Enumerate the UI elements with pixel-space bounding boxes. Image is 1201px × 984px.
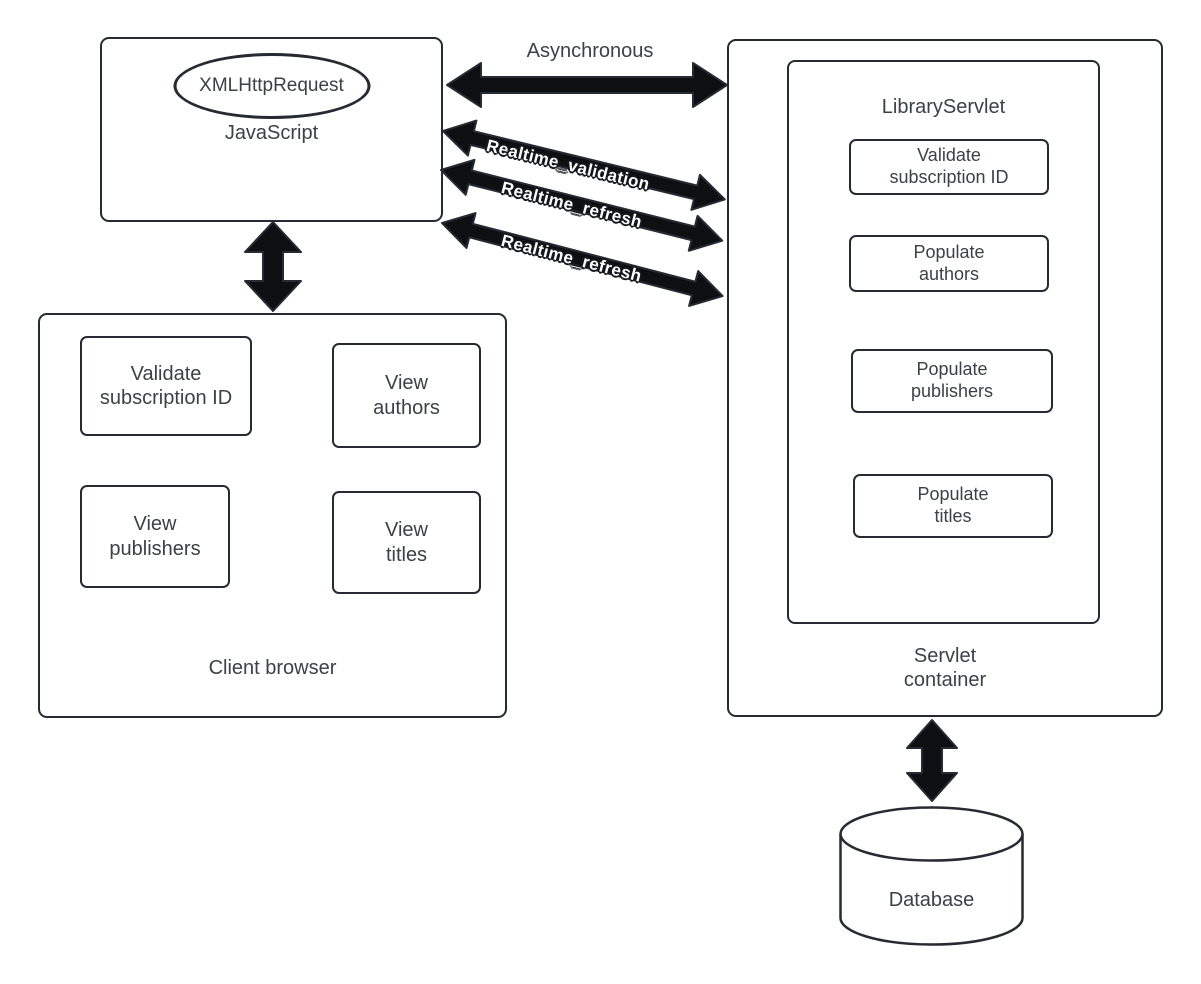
populate-authors-label: Populate authors — [913, 241, 985, 284]
servlet-container-box: LibraryServlet Validate subscription ID … — [727, 39, 1163, 717]
view-authors-label: View authors — [373, 372, 440, 419]
database-cylinder — [839, 806, 1024, 946]
library-servlet-label: LibraryServlet — [881, 96, 1006, 118]
library-servlet-box: LibraryServlet Validate subscription ID … — [787, 60, 1100, 624]
validate-subscription-id-label: Validate subscription ID — [99, 362, 233, 409]
asynchronous-arrow — [446, 62, 728, 108]
populate-titles-label: Populate titles — [917, 484, 989, 526]
view-publishers-label: View publishers — [109, 513, 201, 560]
populate-publishers-label: Populate publishers — [910, 359, 994, 401]
xmlhttprequest-ellipse: XMLHttpRequest — [173, 53, 370, 119]
javascript-box: XMLHttpRequest JavaScript — [100, 37, 443, 222]
validate-subscription-id-box: Validate subscription ID — [80, 336, 252, 436]
populate-authors-box: Populate authors — [849, 235, 1049, 292]
xmlhttprequest-label: XMLHttpRequest — [199, 75, 344, 96]
asynchronous-label: Asynchronous — [526, 40, 654, 62]
javascript-browser-arrow — [244, 221, 302, 312]
database-cylinder-top — [839, 806, 1024, 862]
view-authors-box: View authors — [332, 343, 481, 448]
servlet-validate-subscription-id-label: Validate subscription ID — [889, 145, 1009, 187]
realtime-refresh-label-2: Realtime_refresh — [499, 231, 644, 286]
javascript-label: JavaScript — [224, 122, 319, 144]
view-titles-label: View titles — [385, 519, 428, 566]
view-publishers-box: View publishers — [80, 485, 230, 588]
populate-titles-box: Populate titles — [853, 474, 1053, 538]
client-browser-box: Validate subscription ID View authors Vi… — [38, 313, 507, 718]
populate-publishers-box: Populate publishers — [851, 349, 1053, 413]
servlet-container-label: Servlet container — [903, 645, 987, 691]
servlet-validate-subscription-id-box: Validate subscription ID — [849, 139, 1049, 195]
database-cylinder-body — [839, 834, 1024, 946]
client-browser-label: Client browser — [208, 657, 337, 679]
view-titles-box: View titles — [332, 491, 481, 594]
database-label: Database — [888, 889, 975, 911]
servlet-database-arrow — [906, 719, 958, 802]
